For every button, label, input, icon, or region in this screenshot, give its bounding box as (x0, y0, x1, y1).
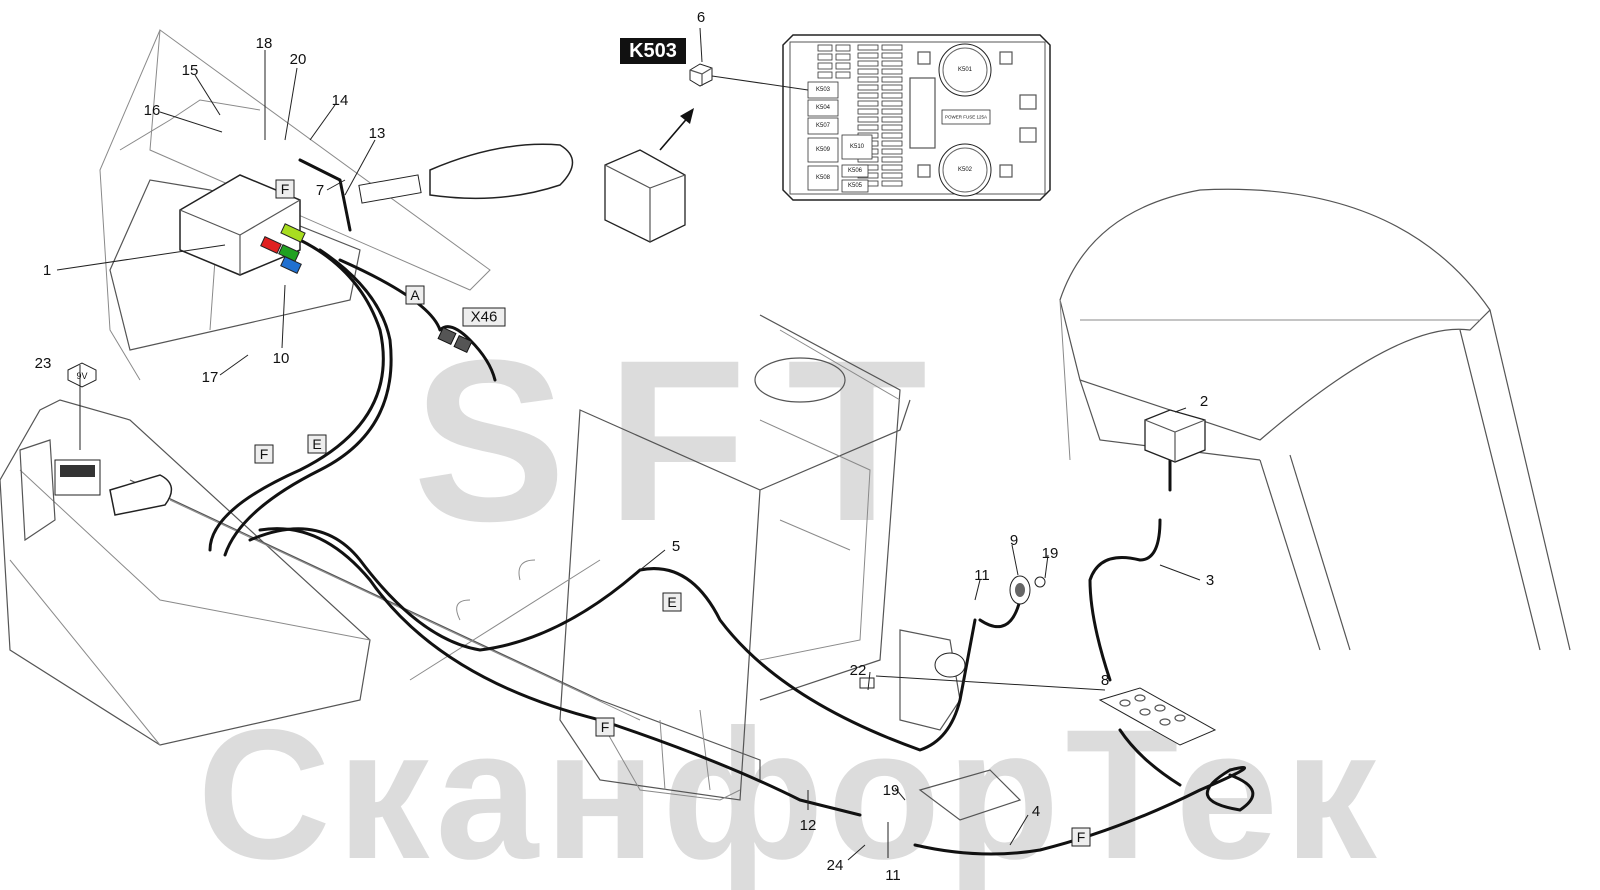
callout-24: 24 (827, 857, 844, 874)
battery-label: 9V (67, 362, 97, 388)
svg-text:E: E (312, 436, 321, 452)
relay-k507: K507 (816, 123, 831, 129)
connector-tag-text: X46 (471, 309, 498, 326)
callout-11a: 11 (974, 567, 990, 584)
callout-10: 10 (273, 350, 290, 367)
callout-7: 7 (316, 182, 324, 199)
callout-8: 8 (1101, 672, 1109, 689)
callout-23: 23 (35, 355, 52, 372)
relay-unit (859, 652, 966, 689)
marker-e-2: E (662, 592, 682, 612)
callouts: 1 2 3 4 5 6 7 8 9 10 11 11 12 13 14 15 1… (35, 9, 1215, 884)
relay-k505: K505 (848, 183, 863, 189)
relay-k502: K502 (958, 167, 973, 173)
marker-f-2: F (595, 717, 615, 737)
callout-2: 2 (1200, 393, 1208, 410)
svg-text:E: E (667, 594, 676, 610)
relay-k509: K509 (816, 147, 831, 153)
marker-f-1: F (254, 444, 274, 464)
svg-text:F: F (281, 181, 290, 197)
antenna-lower (19, 439, 173, 542)
marker-d: F (275, 179, 295, 199)
cable-harness (208, 158, 1255, 856)
antenna-upper (358, 143, 574, 204)
battery-label-text: 9V (76, 371, 87, 381)
zoom-arrow (659, 114, 691, 151)
cab-antenna-box (1144, 409, 1206, 463)
junction-box (179, 174, 306, 276)
watermark-company: СканфорТек (197, 692, 1383, 890)
relay-cube-large (604, 149, 686, 243)
callout-11b: 11 (885, 867, 901, 884)
callout-19a: 19 (1042, 545, 1059, 562)
callout-3: 3 (1206, 572, 1214, 589)
connector-tag: X46 (437, 307, 506, 354)
callout-18: 18 (256, 35, 273, 52)
relay-k508: K508 (816, 175, 831, 181)
cable-markers: F A F E E F F (254, 179, 1091, 847)
grommet-plate (1098, 687, 1217, 746)
svg-text:F: F (1077, 829, 1086, 845)
callout-17: 17 (202, 369, 219, 386)
callout-19b: 19 (883, 782, 900, 799)
callout-15: 15 (182, 62, 199, 79)
relay-tag: K503 (620, 38, 686, 64)
callout-6: 6 (697, 9, 705, 26)
callout-12: 12 (800, 817, 817, 834)
zoom-arrowhead (680, 108, 694, 124)
marker-f-3: F (1071, 827, 1091, 847)
callout-22: 22 (850, 662, 867, 679)
relay-cube-small (689, 63, 713, 87)
svg-text:F: F (601, 719, 610, 735)
callout-9: 9 (1010, 532, 1018, 549)
watermark-logo: SFT (413, 312, 967, 569)
power-fuse: POWER FUSE 125A (945, 115, 987, 120)
machine-frame (0, 29, 1571, 821)
svg-text:F: F (260, 446, 269, 462)
callout-14: 14 (332, 92, 349, 109)
relay-k506: K506 (848, 168, 863, 174)
callout-4: 4 (1032, 803, 1040, 820)
relay-tag-text: K503 (629, 40, 677, 62)
relay-k504: K504 (816, 105, 831, 111)
callout-13: 13 (369, 125, 386, 142)
callout-1: 1 (43, 262, 51, 279)
relay-k510: K510 (850, 144, 865, 150)
callout-leaders (56, 27, 1201, 861)
marker-a: A (405, 285, 425, 305)
relay-k501: K501 (958, 67, 973, 73)
callout-5: 5 (672, 538, 680, 555)
horn (1009, 575, 1046, 605)
marker-e-1: E (307, 434, 327, 454)
callout-16: 16 (144, 102, 161, 119)
svg-text:A: A (410, 287, 420, 303)
relay-k503: K503 (816, 87, 831, 93)
fuse-box: K503 K504 K507 K509 K508 K510 K506 K505 … (711, 34, 1051, 201)
callout-20: 20 (290, 51, 307, 68)
